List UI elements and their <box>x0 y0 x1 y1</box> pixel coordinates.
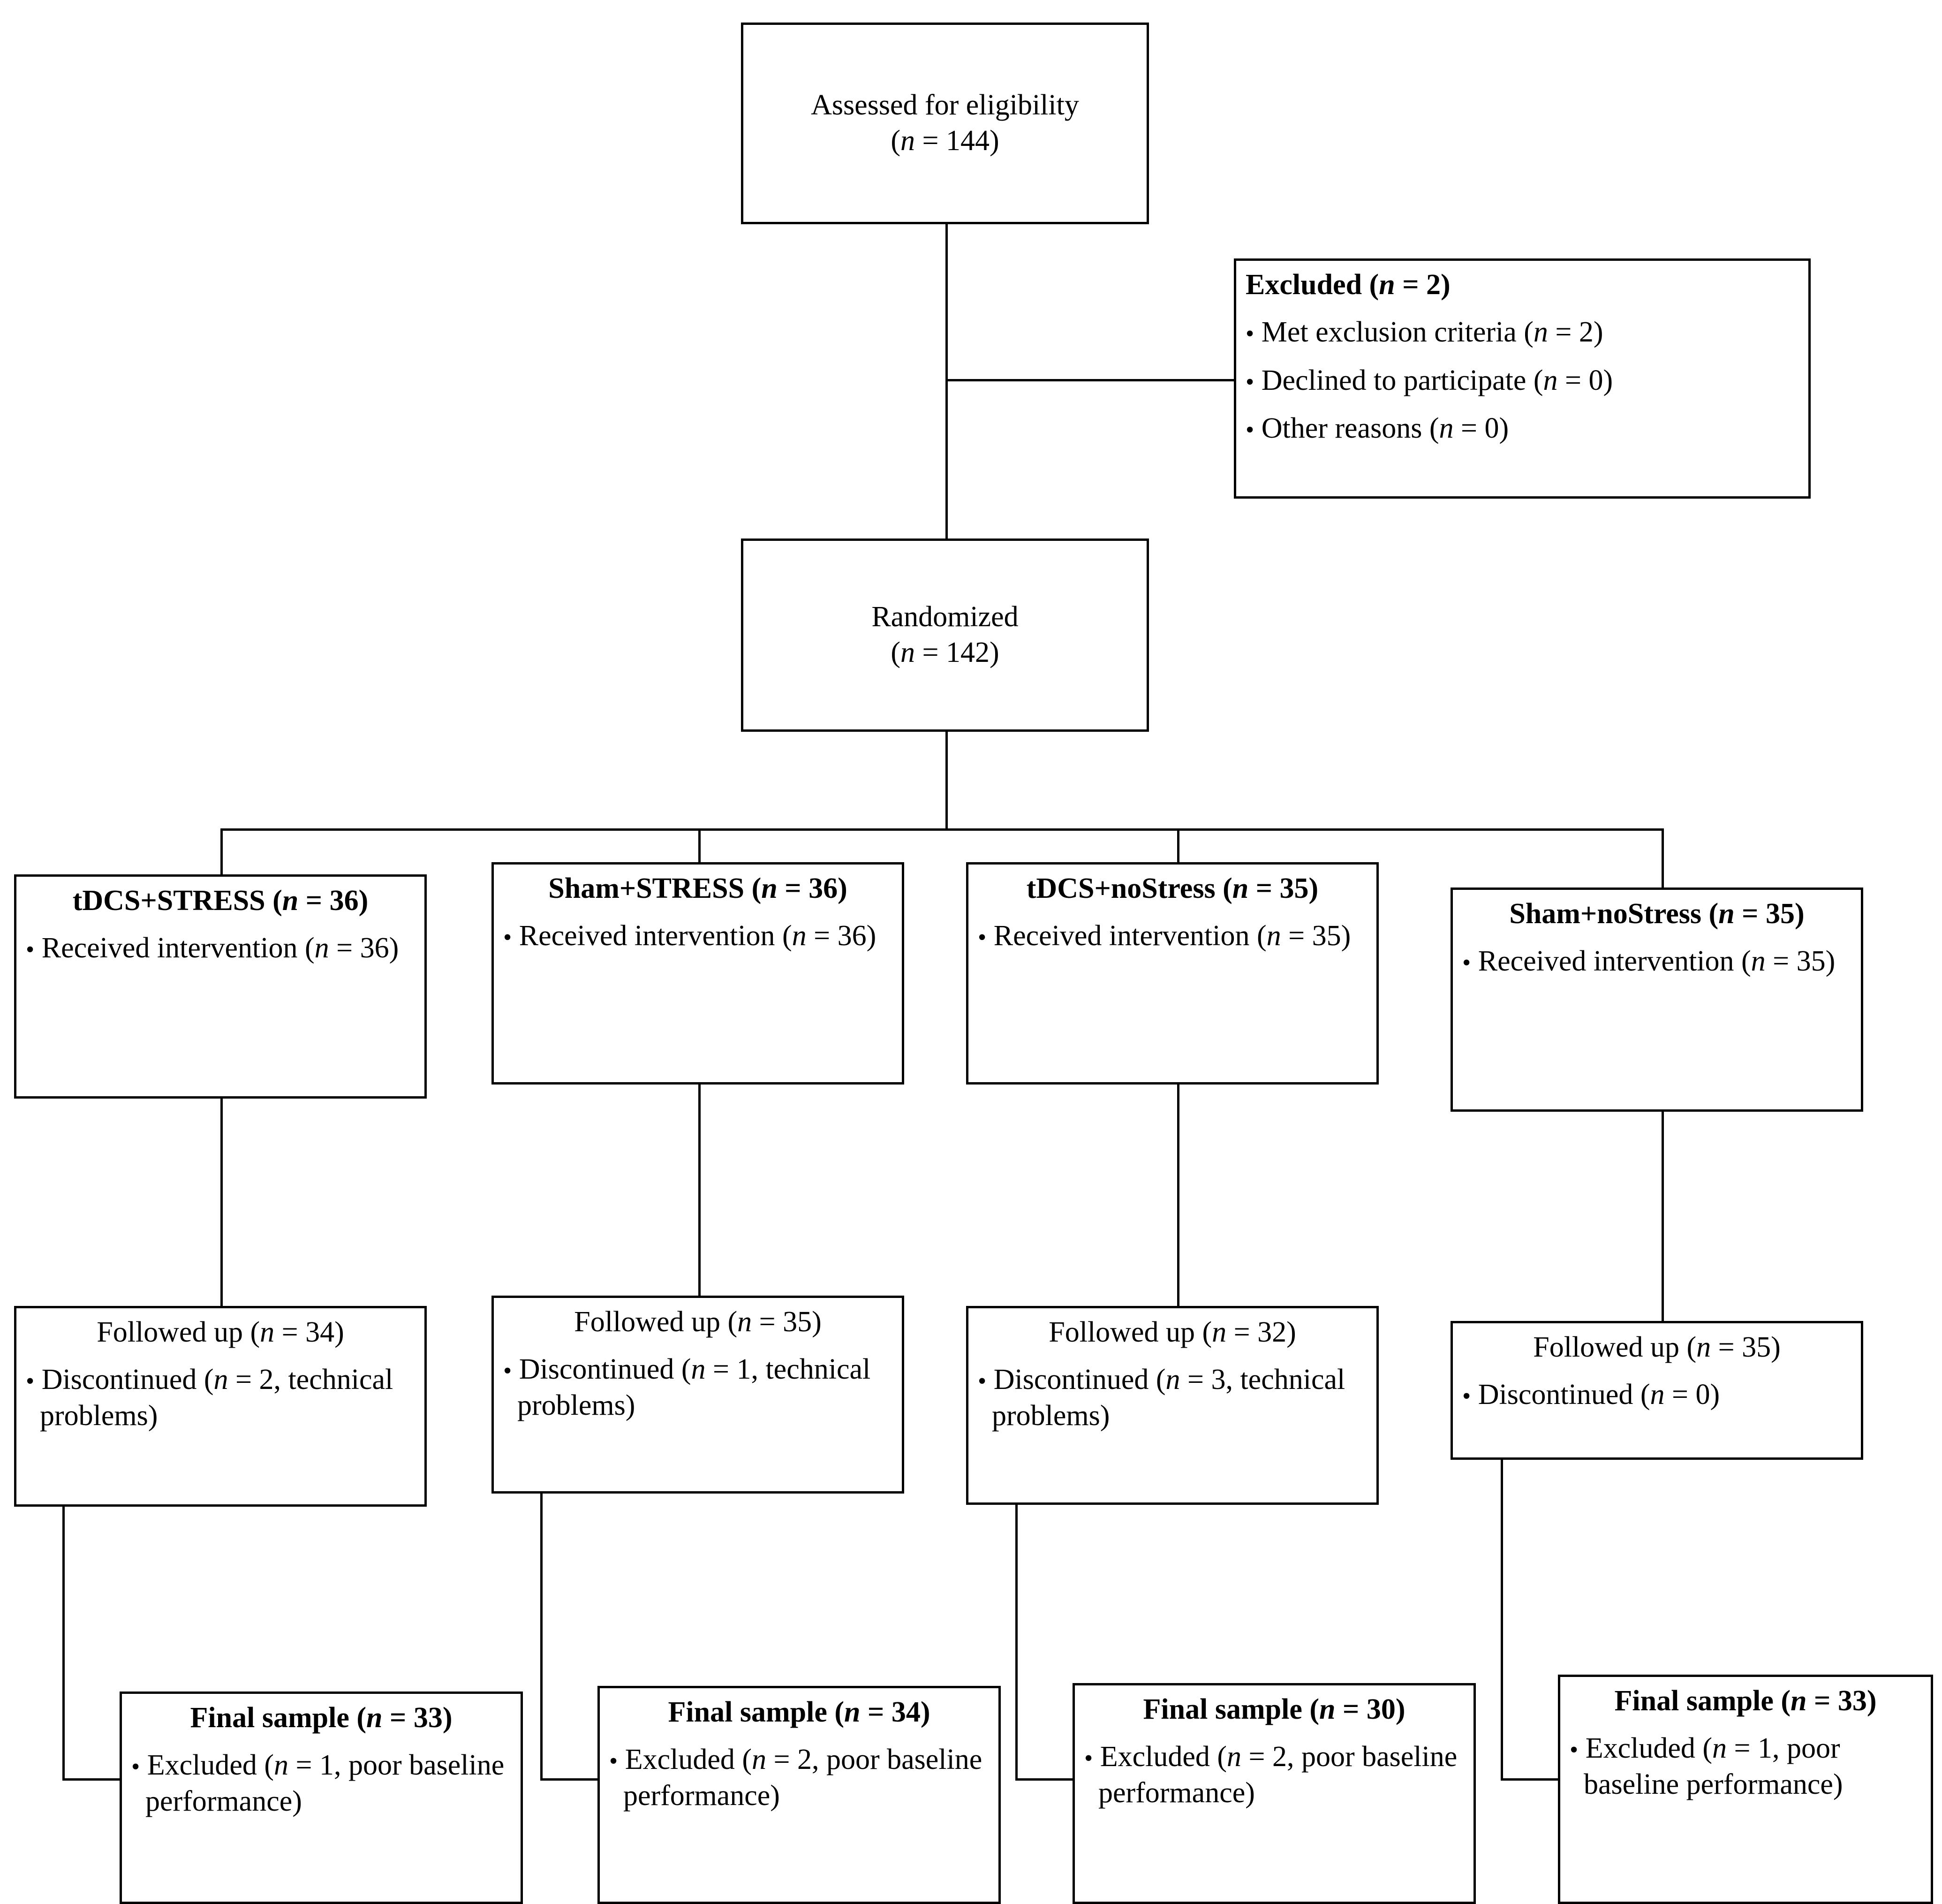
randomized-count: (n = 142) <box>891 637 999 668</box>
list-item: • Excluded (n = 2, poor baseline perform… <box>609 1743 982 1812</box>
bullet-glyph: • <box>1570 1736 1579 1763</box>
list-item: • Received intervention (n = 35) <box>1462 945 1836 977</box>
assessed-count: (n = 144) <box>891 125 999 157</box>
box-final-sample-arm-3: Final sample (n = 30) • Excluded (n = 2,… <box>1073 1683 1476 1904</box>
list-item: • Declined to participate (n = 0) <box>1246 364 1613 396</box>
randomized-title: Randomized <box>871 601 1019 633</box>
box-allocation-arm-2: Sham+STRESS (n = 36) • Received interven… <box>491 862 904 1085</box>
connector-alloc-to-followup-3 <box>1177 1083 1179 1307</box>
arm-4-allocation-title: Sham+noStress (n = 35) <box>1509 898 1805 930</box>
connector-to-excluded-box <box>945 379 1236 381</box>
arm-1-allocation-bullets: • Received intervention (n = 36) <box>26 919 415 966</box>
bullet-glyph: • <box>26 936 35 963</box>
allocation-distribution-bar <box>220 828 1663 831</box>
arm-1-final-bullets: • Excluded (n = 1, poor baseline perform… <box>131 1736 511 1820</box>
arm-1-followup-bullets: • Discontinued (n = 2, technical problem… <box>26 1350 415 1434</box>
arm-3-allocation-title: tDCS+noStress (n = 35) <box>1026 872 1319 904</box>
list-item: • Discontinued (n = 2, technical problem… <box>26 1363 393 1432</box>
list-item: • Discontinued (n = 0) <box>1462 1378 1720 1411</box>
bullet-glyph: • <box>131 1753 140 1780</box>
bullet-glyph: • <box>978 1367 987 1395</box>
list-item: • Received intervention (n = 36) <box>503 919 877 952</box>
excluded-title: Excluded (n = 2) <box>1246 269 1451 301</box>
box-allocation-arm-3: tDCS+noStress (n = 35) • Received interv… <box>966 862 1379 1085</box>
arm-1-followup-title: Followed up (n = 34) <box>97 1316 344 1348</box>
connector-followup-to-final-2 <box>540 1493 543 1780</box>
box-followup-arm-3: Followed up (n = 32) • Discontinued (n =… <box>966 1306 1379 1505</box>
connector-assessed-to-randomized <box>945 82 948 539</box>
excluded-reason-list: • Met exclusion criteria (n = 2) • Decli… <box>1246 303 1799 447</box>
list-item: • Excluded (n = 1, poor baseline perform… <box>131 1749 505 1817</box>
bullet-glyph: • <box>503 924 512 951</box>
arm-4-allocation-bullets: • Received intervention (n = 35) <box>1462 932 1851 979</box>
bullet-glyph: • <box>1246 368 1254 395</box>
connector-followup-to-final-3 <box>1015 1504 1018 1780</box>
arm-2-followup-title: Followed up (n = 35) <box>574 1306 822 1338</box>
arm-3-followup-title: Followed up (n = 32) <box>1049 1316 1296 1348</box>
assessed-title: Assessed for eligibility <box>811 89 1079 121</box>
bullet-glyph: • <box>978 924 987 951</box>
box-followup-arm-1: Followed up (n = 34) • Discontinued (n =… <box>14 1306 427 1507</box>
connector-elbow-final-2 <box>540 1778 599 1781</box>
arm-3-followup-bullets: • Discontinued (n = 3, technical problem… <box>978 1350 1367 1434</box>
arm-4-final-bullets: • Excluded (n = 1, poor baseline perform… <box>1570 1719 1921 1803</box>
box-excluded: Excluded (n = 2) • Met exclusion criteri… <box>1234 258 1811 499</box>
list-item: • Excluded (n = 2, poor baseline perform… <box>1084 1740 1458 1809</box>
arm-4-final-title: Final sample (n = 33) <box>1614 1685 1877 1717</box>
bullet-glyph: • <box>1246 320 1254 347</box>
bullet-glyph: • <box>1084 1745 1093 1772</box>
list-item: • Met exclusion criteria (n = 2) <box>1246 316 1603 348</box>
list-item: • Discontinued (n = 3, technical problem… <box>978 1363 1345 1432</box>
connector-alloc-to-followup-2 <box>698 1083 701 1307</box>
box-assessed-for-eligibility: Assessed for eligibility (n = 144) <box>741 23 1149 224</box>
arm-2-final-bullets: • Excluded (n = 2, poor baseline perform… <box>609 1730 989 1814</box>
arm-1-allocation-title: tDCS+STRESS (n = 36) <box>72 885 369 917</box>
list-item: • Other reasons (n = 0) <box>1246 412 1509 445</box>
connector-alloc-to-followup-1 <box>220 1098 223 1307</box>
connector-alloc-to-followup-4 <box>1662 1111 1664 1322</box>
bullet-glyph: • <box>503 1357 512 1384</box>
arm-2-final-title: Final sample (n = 34) <box>668 1696 930 1728</box>
connector-elbow-final-1 <box>62 1778 121 1781</box>
box-followup-arm-2: Followed up (n = 35) • Discontinued (n =… <box>491 1296 904 1494</box>
box-allocation-arm-1: tDCS+STRESS (n = 36) • Received interven… <box>14 874 427 1099</box>
bullet-glyph: • <box>609 1747 618 1775</box>
arm-4-followup-bullets: • Discontinued (n = 0) <box>1462 1365 1851 1413</box>
bullet-glyph: • <box>1462 949 1471 976</box>
bullet-glyph: • <box>1462 1382 1471 1410</box>
connector-bar-to-arm-2 <box>698 828 701 875</box>
bullet-glyph: • <box>1246 417 1254 444</box>
list-item: • Received intervention (n = 36) <box>26 932 399 964</box>
box-allocation-arm-4: Sham+noStress (n = 35) • Received interv… <box>1451 888 1863 1112</box>
box-randomized: Randomized (n = 142) <box>741 539 1149 732</box>
list-item: • Received intervention (n = 35) <box>978 919 1351 952</box>
bullet-glyph: • <box>26 1367 35 1395</box>
connector-followup-to-final-4 <box>1501 1459 1503 1780</box>
arm-3-final-title: Final sample (n = 30) <box>1143 1693 1405 1725</box>
connector-elbow-final-4 <box>1501 1778 1559 1781</box>
arm-2-followup-bullets: • Discontinued (n = 1, technical problem… <box>503 1340 892 1424</box>
arm-3-final-bullets: • Excluded (n = 2, poor baseline perform… <box>1084 1728 1464 1811</box>
box-final-sample-arm-4: Final sample (n = 33) • Excluded (n = 1,… <box>1558 1675 1933 1904</box>
list-item: • Discontinued (n = 1, technical problem… <box>503 1353 871 1421</box>
box-final-sample-arm-2: Final sample (n = 34) • Excluded (n = 2,… <box>597 1686 1001 1904</box>
list-item: • Excluded (n = 1, poor baseline perform… <box>1570 1732 1843 1800</box>
arm-3-allocation-bullets: • Received intervention (n = 35) <box>978 907 1367 954</box>
arm-2-allocation-bullets: • Received intervention (n = 36) <box>503 907 892 954</box>
connector-bar-to-arm-3 <box>1177 828 1179 875</box>
connector-bar-to-arm-4 <box>1662 828 1664 889</box>
connector-randomized-down <box>945 730 948 831</box>
connector-elbow-final-3 <box>1015 1778 1074 1781</box>
box-followup-arm-4: Followed up (n = 35) • Discontinued (n =… <box>1451 1321 1863 1460</box>
connector-bar-to-arm-1 <box>220 828 223 875</box>
box-final-sample-arm-1: Final sample (n = 33) • Excluded (n = 1,… <box>120 1692 523 1904</box>
arm-2-allocation-title: Sham+STRESS (n = 36) <box>548 872 847 904</box>
arm-4-followup-title: Followed up (n = 35) <box>1533 1331 1781 1363</box>
arm-1-final-title: Final sample (n = 33) <box>190 1702 453 1734</box>
connector-followup-to-final-1 <box>62 1506 65 1780</box>
